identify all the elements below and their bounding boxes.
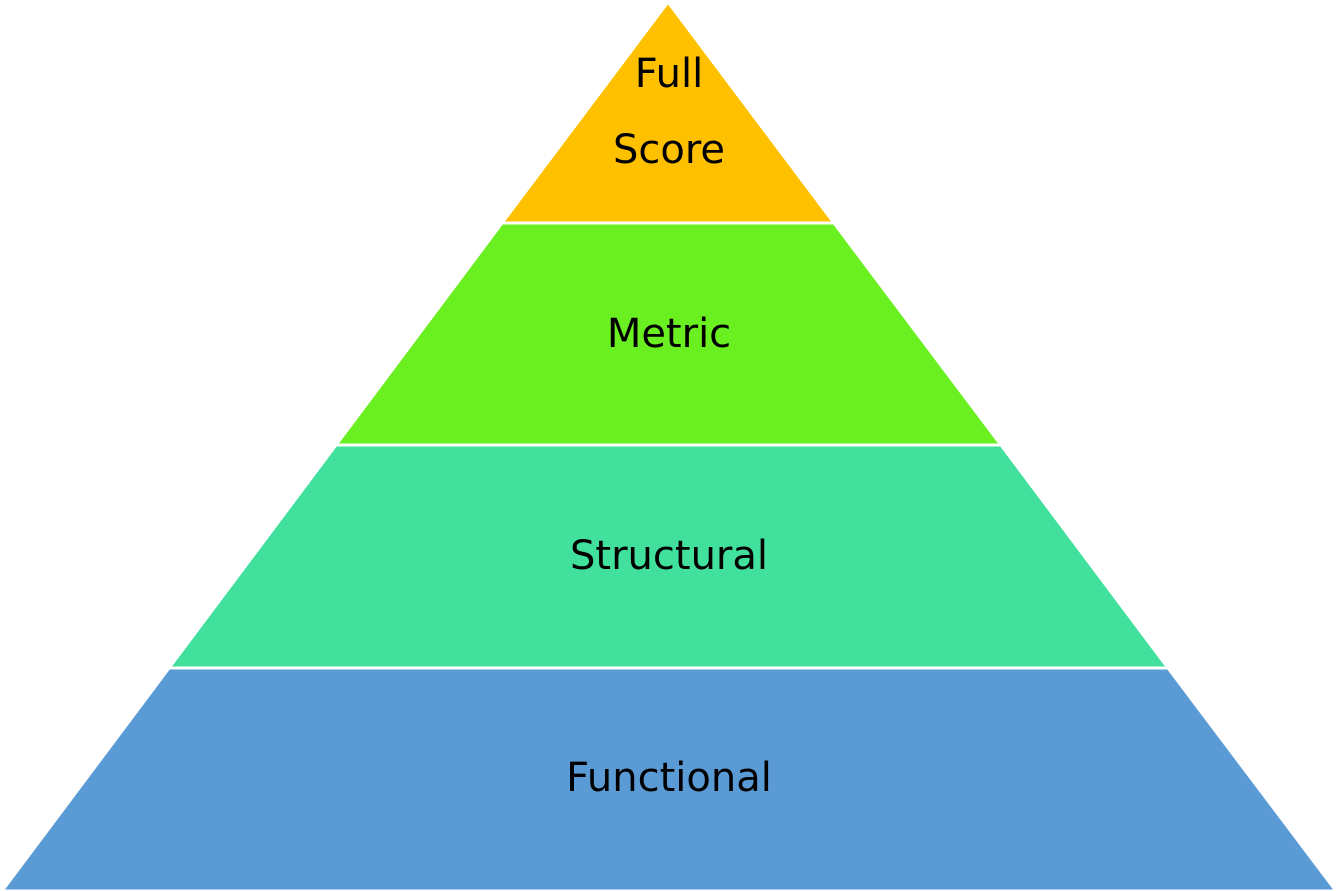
tier-full-score-label-line-2: Score <box>613 127 725 173</box>
tier-functional-label: Functional <box>566 755 772 801</box>
tier-structural-label: Structural <box>570 533 768 579</box>
pyramid-tier-metric: Metric <box>333 221 1005 447</box>
pyramid-tier-full-score: Full Score <box>498 0 838 225</box>
tier-metric-label: Metric <box>607 311 731 357</box>
tier-functional-shape <box>0 666 1338 891</box>
tier-full-score-shape <box>498 0 838 225</box>
tier-full-score-label-line-1: Full <box>635 51 703 97</box>
pyramid-tier-functional: Functional <box>0 666 1338 891</box>
pyramid-tier-structural: Structural <box>166 443 1171 670</box>
